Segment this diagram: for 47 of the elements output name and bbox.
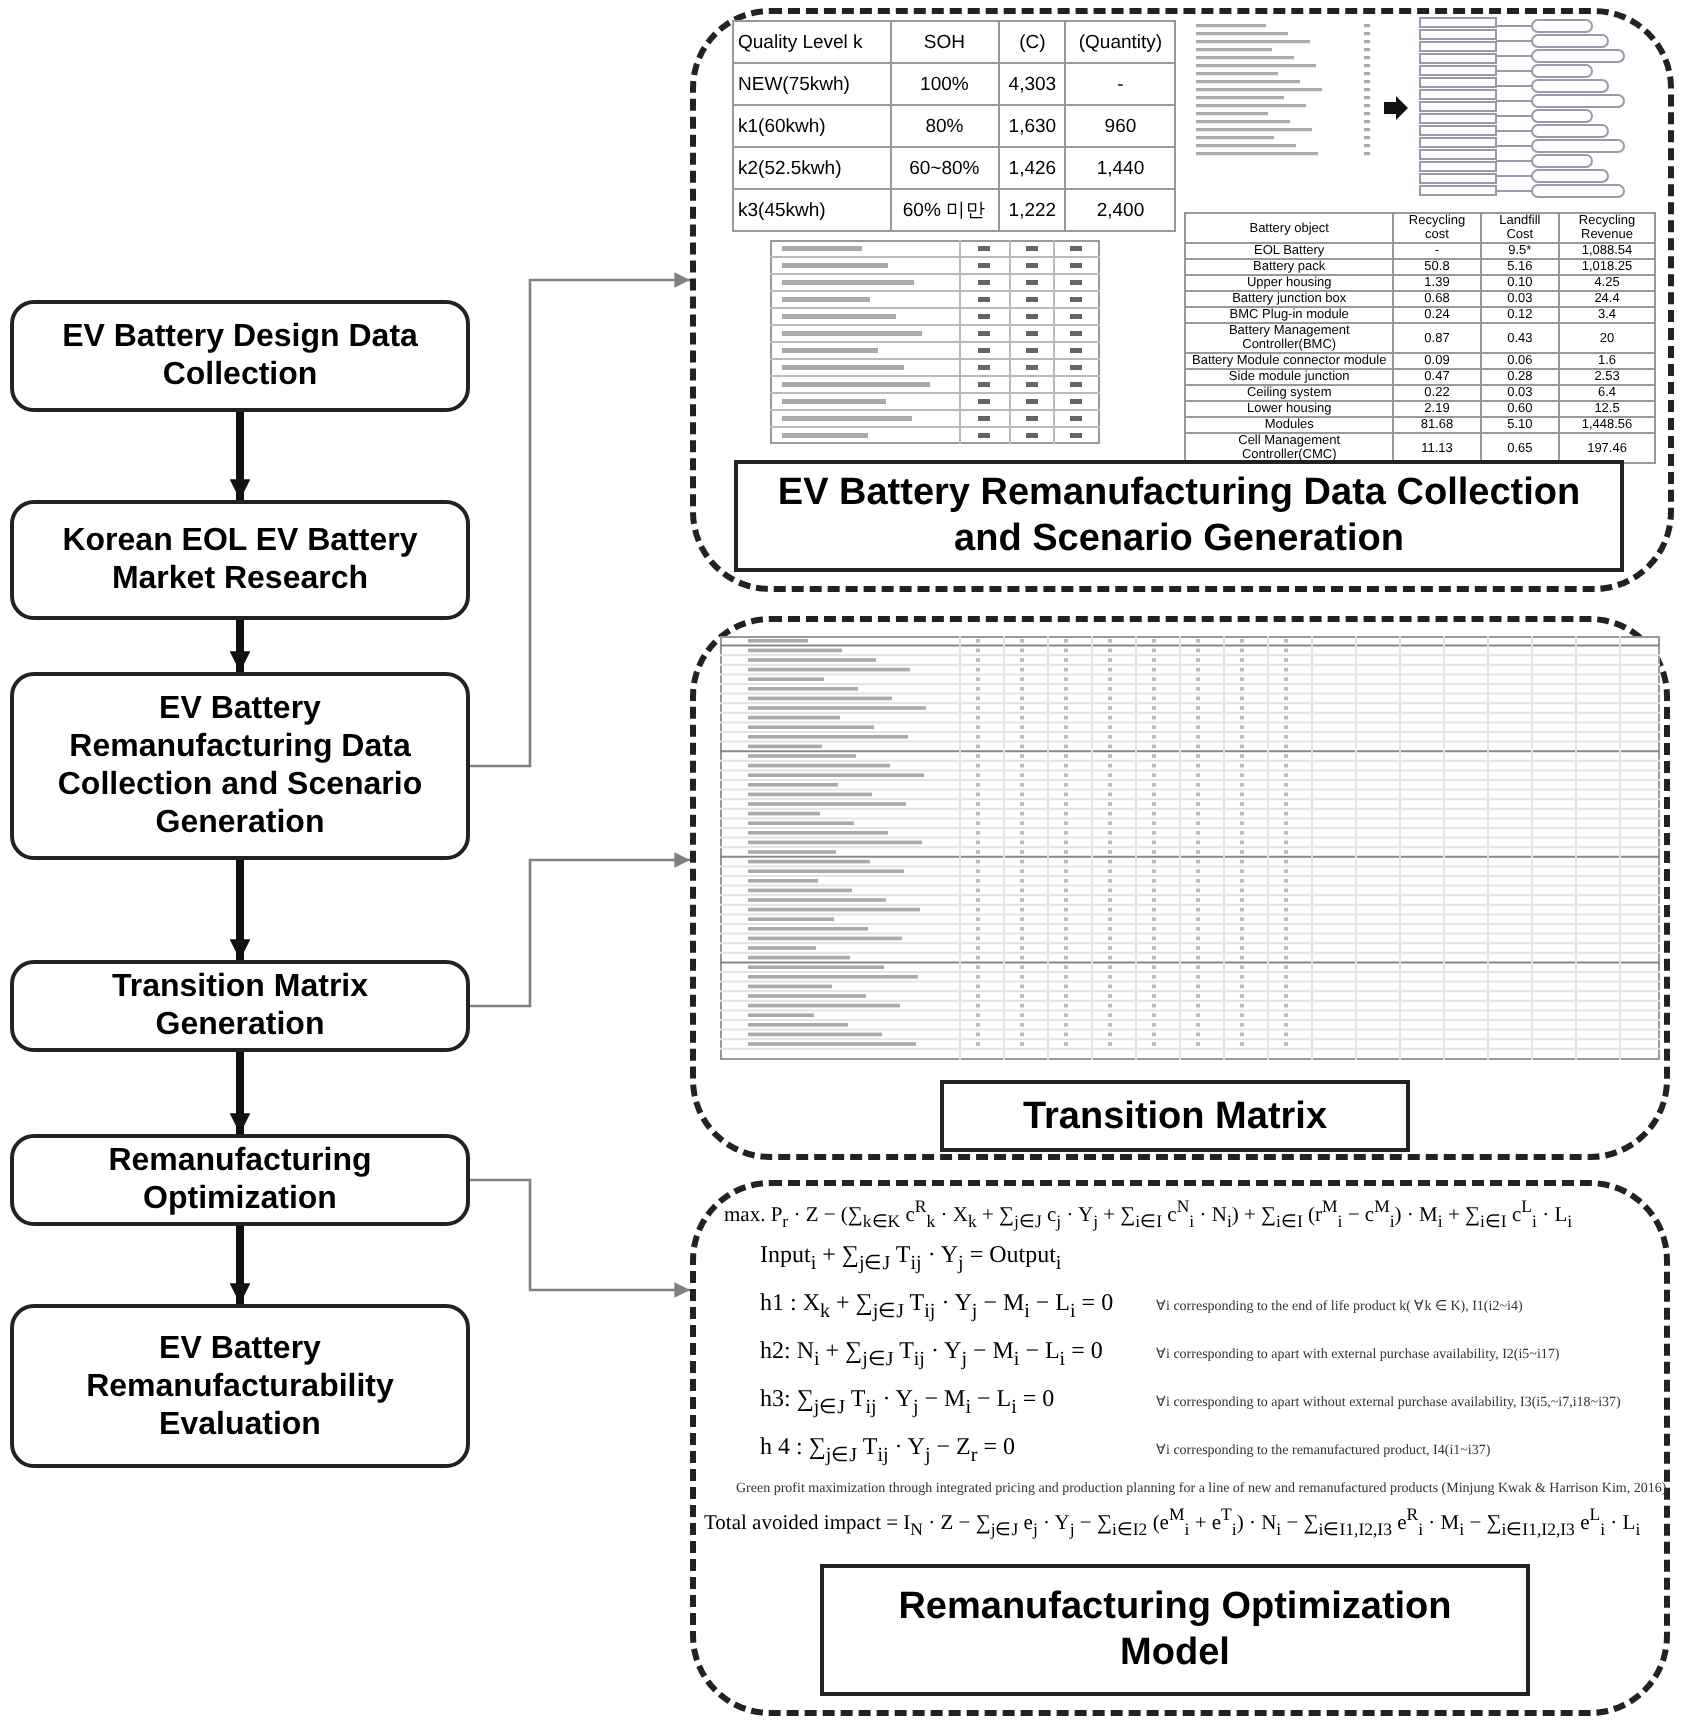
table-cell: 1,630 <box>998 105 1066 147</box>
table-cell: - <box>1065 63 1175 105</box>
dashed-panel <box>690 616 1670 1160</box>
arrow <box>229 412 251 500</box>
equation: h1 : X$_{k}$ + ∑$_{j∈J}$ T$_{ij}$ · Y$_{j}$ − M$_{i}$ − L$_{i}$ = 0 <box>760 1288 1114 1323</box>
equation: Input$_{i}$ + ∑$_{j∈J}$ T$_{ij}$ · Y$_{j}$ = Output$_{i}$ <box>760 1240 1062 1275</box>
arrow <box>229 620 251 672</box>
arrow <box>229 1226 251 1304</box>
header-cell: SOH <box>890 21 999 63</box>
equation: h 4 : ∑$_{j∈J}$ T$_{ij}$ · Y$_{j}$ − Z$_{r}$ = 0 <box>760 1432 1015 1467</box>
process-box: EV Battery Design Data Collection <box>10 300 470 412</box>
table-cell: k2(52.5kwh) <box>733 147 890 189</box>
arrow <box>229 1052 251 1134</box>
equation: h2: N$_{i}$ + ∑$_{j∈J}$ T$_{ij}$ · Y$_{j}$ − M$_{i}$ − L$_{i}$ = 0 <box>760 1336 1103 1371</box>
table-cell: k1(60kwh) <box>733 105 890 147</box>
connector-arrow <box>470 852 690 1008</box>
header-cell: (C) <box>998 21 1066 63</box>
table-cell: 60~80% <box>890 147 999 189</box>
table-cell: 1,426 <box>998 147 1066 189</box>
table-cell: 80% <box>890 105 999 147</box>
table-cell: 4,303 <box>998 63 1066 105</box>
title-box: EV Battery Remanufacturing Data Collection and Scenario Generation <box>734 460 1624 572</box>
table-cell: k3(45kwh) <box>733 189 890 231</box>
connector-arrow <box>470 272 690 768</box>
header-cell: Quality Level k <box>733 21 890 63</box>
title-box: Remanufacturing Optimization Model <box>820 1564 1530 1696</box>
equation: max. P$_{r}$ · Z − (∑$_{k∈K}$ c$^{R}$$_{k}$ · X$_{k}$ + ∑$_{j∈J}$ c$_{j}$ · Y$_{j}$ + ∑$_{i∈I}$ c$^{N}$$_{i}$ · N$_{i}$) + ∑$_{i∈I}$ (r$^{M}$$_{i}$ − c$^{M}$$_{i}$) · M$_{i}$ + ∑$_{i∈I}$ c$^{L}$$_{i}$ · L$_{i}$ <box>724 1196 1573 1232</box>
process-box: Korean EOL EV Battery Market Research <box>10 500 470 620</box>
table-cell: 100% <box>890 63 999 105</box>
dashed-panel <box>690 8 1674 592</box>
header-cell: (Quantity) <box>1065 21 1175 63</box>
table-cell: 1,222 <box>998 189 1066 231</box>
table-cell: 60% 미만 <box>890 189 999 231</box>
equation: Total avoided impact = I$_{N}$ · Z − ∑$_{j∈J}$ e$_{j}$ · Y$_{j}$ − ∑$_{i∈I2}$ (e$^{M}$$_{i}$ + e$^{T}$$_{i}$) · N$_{i}$ − ∑$_{i∈I1,I2,I3}$ e$^{R}$$_{i}$ · M$_{i}$ − ∑$_{i∈I1,I2,I3}$ e$^{L}$$_{i}$ · L$_{i}$ <box>704 1504 1641 1540</box>
table-cell: 2,400 <box>1065 189 1175 231</box>
table-cell: NEW(75kwh) <box>733 63 890 105</box>
process-box: EV Battery Remanufacturability Evaluation <box>10 1304 470 1468</box>
table-cell: 1,440 <box>1065 147 1175 189</box>
dashed-panel <box>690 1180 1670 1716</box>
arrow <box>229 860 251 960</box>
connector-arrow <box>470 1178 690 1298</box>
process-box: Remanufacturing Optimization <box>10 1134 470 1226</box>
equation: h3: ∑$_{j∈J}$ T$_{ij}$ · Y$_{j}$ − M$_{i}$ − L$_{i}$ = 0 <box>760 1384 1055 1419</box>
process-box: Transition Matrix Generation <box>10 960 470 1052</box>
process-box: EV Battery Remanufacturing Data Collection and Scenario Generation <box>10 672 470 860</box>
table-cell: 960 <box>1065 105 1175 147</box>
title-box: Transition Matrix <box>940 1080 1410 1152</box>
